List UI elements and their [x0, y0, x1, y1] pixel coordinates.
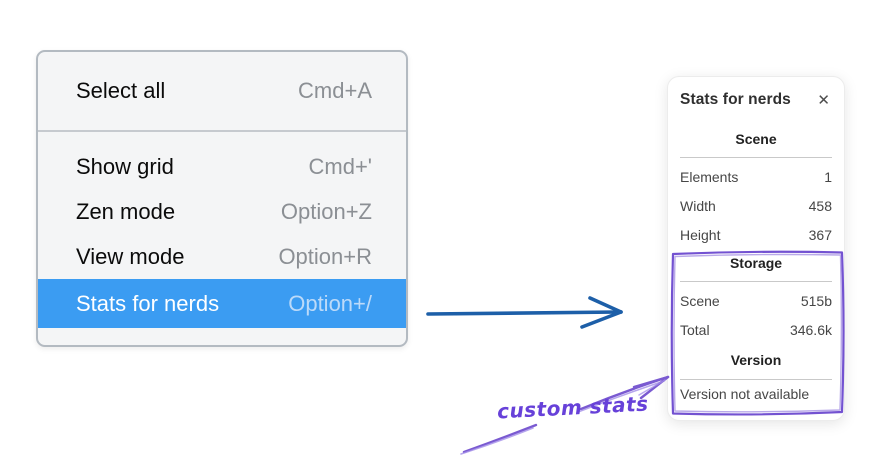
- stat-row-scene-size: Scene 515b: [680, 286, 832, 315]
- stat-label: Width: [680, 197, 716, 214]
- annotation-label: custom stats: [496, 391, 650, 424]
- menu-item-shortcut: Cmd+A: [298, 78, 372, 103]
- stat-label: Scene: [680, 292, 720, 309]
- menu-item-select-all[interactable]: Select all Cmd+A: [38, 52, 406, 130]
- menu-item-shortcut: Option+Z: [280, 198, 372, 224]
- stat-label: Height: [680, 226, 721, 243]
- stat-label: Total: [680, 321, 710, 338]
- menu-item-shortcut: Option+R: [278, 243, 372, 269]
- menu-item-label: Stats for nerds: [76, 290, 220, 316]
- close-icon[interactable]: ✕: [817, 91, 830, 109]
- stats-panel: Stats for nerds ✕ Scene Elements 1 Width…: [667, 76, 845, 421]
- menu-divider: [38, 130, 406, 132]
- menu-item-shortcut: Option+/: [288, 290, 372, 316]
- pointer-arrow-icon: [426, 296, 623, 329]
- menu-item-label: View mode: [76, 243, 185, 269]
- stat-label: Elements: [680, 168, 739, 185]
- menu-item-view-mode[interactable]: View mode Option+R: [38, 234, 406, 279]
- stat-row-elements: Elements 1: [680, 162, 832, 191]
- divider: [680, 281, 832, 282]
- menu-item-show-grid[interactable]: Show grid Cmd+': [38, 144, 406, 189]
- storage-section-header: Storage: [729, 255, 783, 271]
- stat-value: 367: [808, 226, 832, 243]
- menu-section: Show grid Cmd+' Zen mode Option+Z View m…: [38, 132, 406, 345]
- menu-item-label: Zen mode: [76, 198, 176, 224]
- stats-panel-header: Stats for nerds ✕: [680, 89, 832, 111]
- stat-row-total-size: Total 346.6k: [680, 315, 832, 344]
- divider: [680, 379, 832, 380]
- menu-item-stats-for-nerds[interactable]: Stats for nerds Option+/: [38, 279, 406, 328]
- stats-panel-title: Stats for nerds: [680, 91, 791, 108]
- version-note: Version not available: [680, 386, 810, 402]
- stat-value: 515b: [800, 292, 832, 309]
- menu-item-shortcut: Cmd+': [308, 153, 373, 179]
- version-section-header: Version: [730, 352, 782, 368]
- stat-value: 458: [808, 197, 832, 214]
- menu-item-label: Show grid: [76, 153, 174, 179]
- context-menu: Select all Cmd+A Show grid Cmd+' Zen mod…: [36, 50, 408, 347]
- stat-value: 346.6k: [789, 321, 832, 338]
- stat-row-width: Width 458: [680, 191, 832, 220]
- menu-item-zen-mode[interactable]: Zen mode Option+Z: [38, 189, 406, 234]
- scene-section-header: Scene: [735, 131, 777, 147]
- menu-item-label: Select all: [76, 78, 166, 103]
- divider: [680, 157, 832, 158]
- stat-row-height: Height 367: [680, 220, 832, 249]
- stat-value: 1: [824, 168, 832, 185]
